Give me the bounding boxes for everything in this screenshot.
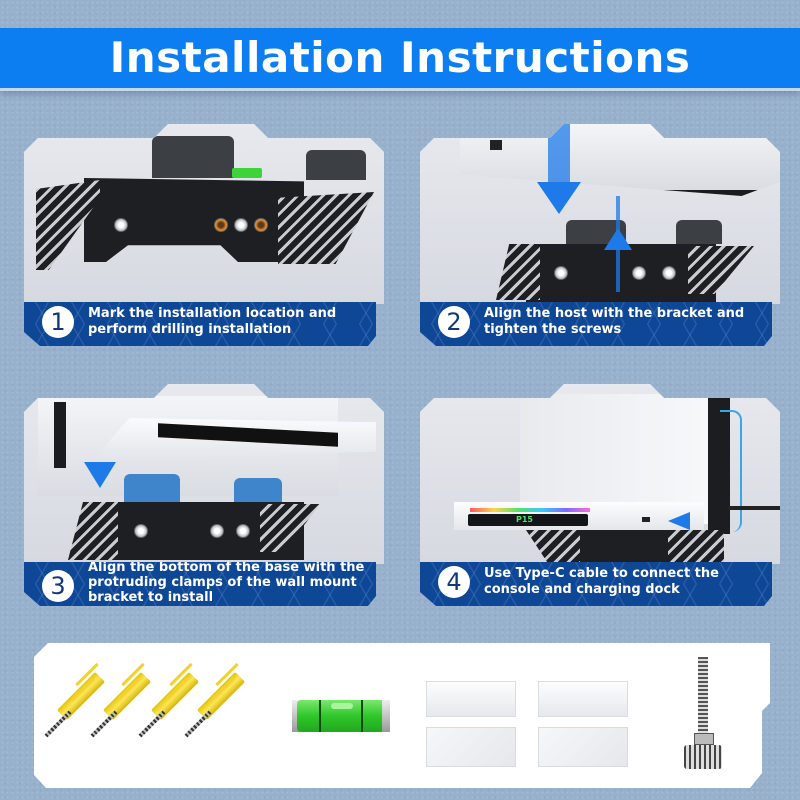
step-caption: 4 Use Type-C cable to connect the consol… — [420, 562, 772, 606]
arrow-down-icon — [84, 462, 116, 488]
wall-anchor-icon — [184, 653, 246, 763]
step-caption: 3 Align the bottom of the base with the … — [24, 562, 376, 606]
screw-icon — [210, 524, 224, 538]
step-number-badge: 3 — [42, 570, 74, 602]
step-caption: 1 Mark the installation location and per… — [24, 302, 376, 346]
adhesive-pad-icon — [426, 727, 516, 767]
rgb-light-strip — [470, 508, 590, 512]
accessories-panel — [34, 643, 770, 788]
bracket-side-vent — [496, 244, 540, 300]
bracket-side-vent — [68, 502, 118, 560]
step-panel-4: P15 4 Use Type-C cable to connect the co… — [420, 384, 780, 606]
typec-cable — [720, 410, 742, 532]
title-banner — [0, 28, 800, 88]
bracket-tab — [152, 136, 234, 178]
blue-clamp-pad — [124, 474, 180, 504]
step-3-illustration — [24, 384, 384, 564]
usb-port — [642, 517, 650, 522]
thumb-screw-icon — [684, 657, 724, 777]
arrow-up-icon — [604, 228, 632, 250]
level-cap — [292, 700, 300, 732]
console-host — [460, 124, 780, 196]
screw-icon — [114, 218, 128, 232]
console-port — [490, 140, 502, 150]
dock-display-strip: P15 — [468, 514, 588, 526]
anchor-hole-icon — [254, 218, 268, 232]
step-panel-3: 3 Align the bottom of the base with the … — [24, 384, 384, 606]
screw-icon — [662, 266, 676, 280]
screw-icon — [134, 524, 148, 538]
step-number-badge: 4 — [438, 566, 470, 598]
bracket-side-vent — [688, 246, 754, 294]
arrow-shaft — [548, 124, 570, 184]
step-2-illustration — [420, 124, 780, 304]
wall-bracket — [580, 530, 670, 564]
step-panel-1: 1 Mark the installation location and per… — [24, 124, 384, 346]
bracket-tab — [306, 150, 366, 180]
console-rear-panel — [708, 394, 730, 534]
bracket-side-vent — [278, 192, 374, 264]
screw-icon — [236, 524, 250, 538]
adhesive-pad-icon — [538, 727, 628, 767]
step-panel-2: 2 Align the host with the bracket and ti… — [420, 124, 780, 346]
step-description: Use Type-C cable to connect the console … — [484, 566, 719, 597]
step-caption: 2 Align the host with the bracket and ti… — [420, 302, 772, 346]
blue-clamp-pad — [234, 478, 282, 504]
typec-port-arrow-icon — [668, 512, 690, 530]
dock-display-label: P15 — [516, 515, 533, 524]
step-4-illustration: P15 — [420, 384, 780, 564]
page-title: Installation Instructions — [109, 33, 691, 82]
bubble-level-icon — [297, 700, 385, 732]
step-description: Mark the installation location and perfo… — [88, 306, 337, 337]
screw-icon — [234, 218, 248, 232]
step-1-illustration — [24, 124, 384, 304]
green-level-icon — [232, 168, 262, 178]
power-cable — [728, 506, 780, 510]
bracket-tab — [676, 220, 722, 244]
arrow-down-icon — [537, 182, 581, 214]
bracket-side-vent — [668, 530, 724, 564]
step-number-badge: 2 — [438, 306, 470, 338]
step-number-badge: 1 — [42, 306, 74, 338]
bracket-side-vent — [526, 530, 582, 564]
bracket-clip-icon — [538, 681, 628, 717]
level-cap — [382, 700, 390, 732]
bracket-clip-icon — [426, 681, 516, 717]
step-description: Align the host with the bracket and tigh… — [484, 306, 745, 337]
screw-icon — [554, 266, 568, 280]
anchor-hole-icon — [214, 218, 228, 232]
console-vent-slot — [54, 402, 66, 468]
step-description: Align the bottom of the base with the pr… — [88, 560, 365, 605]
screw-icon — [632, 266, 646, 280]
